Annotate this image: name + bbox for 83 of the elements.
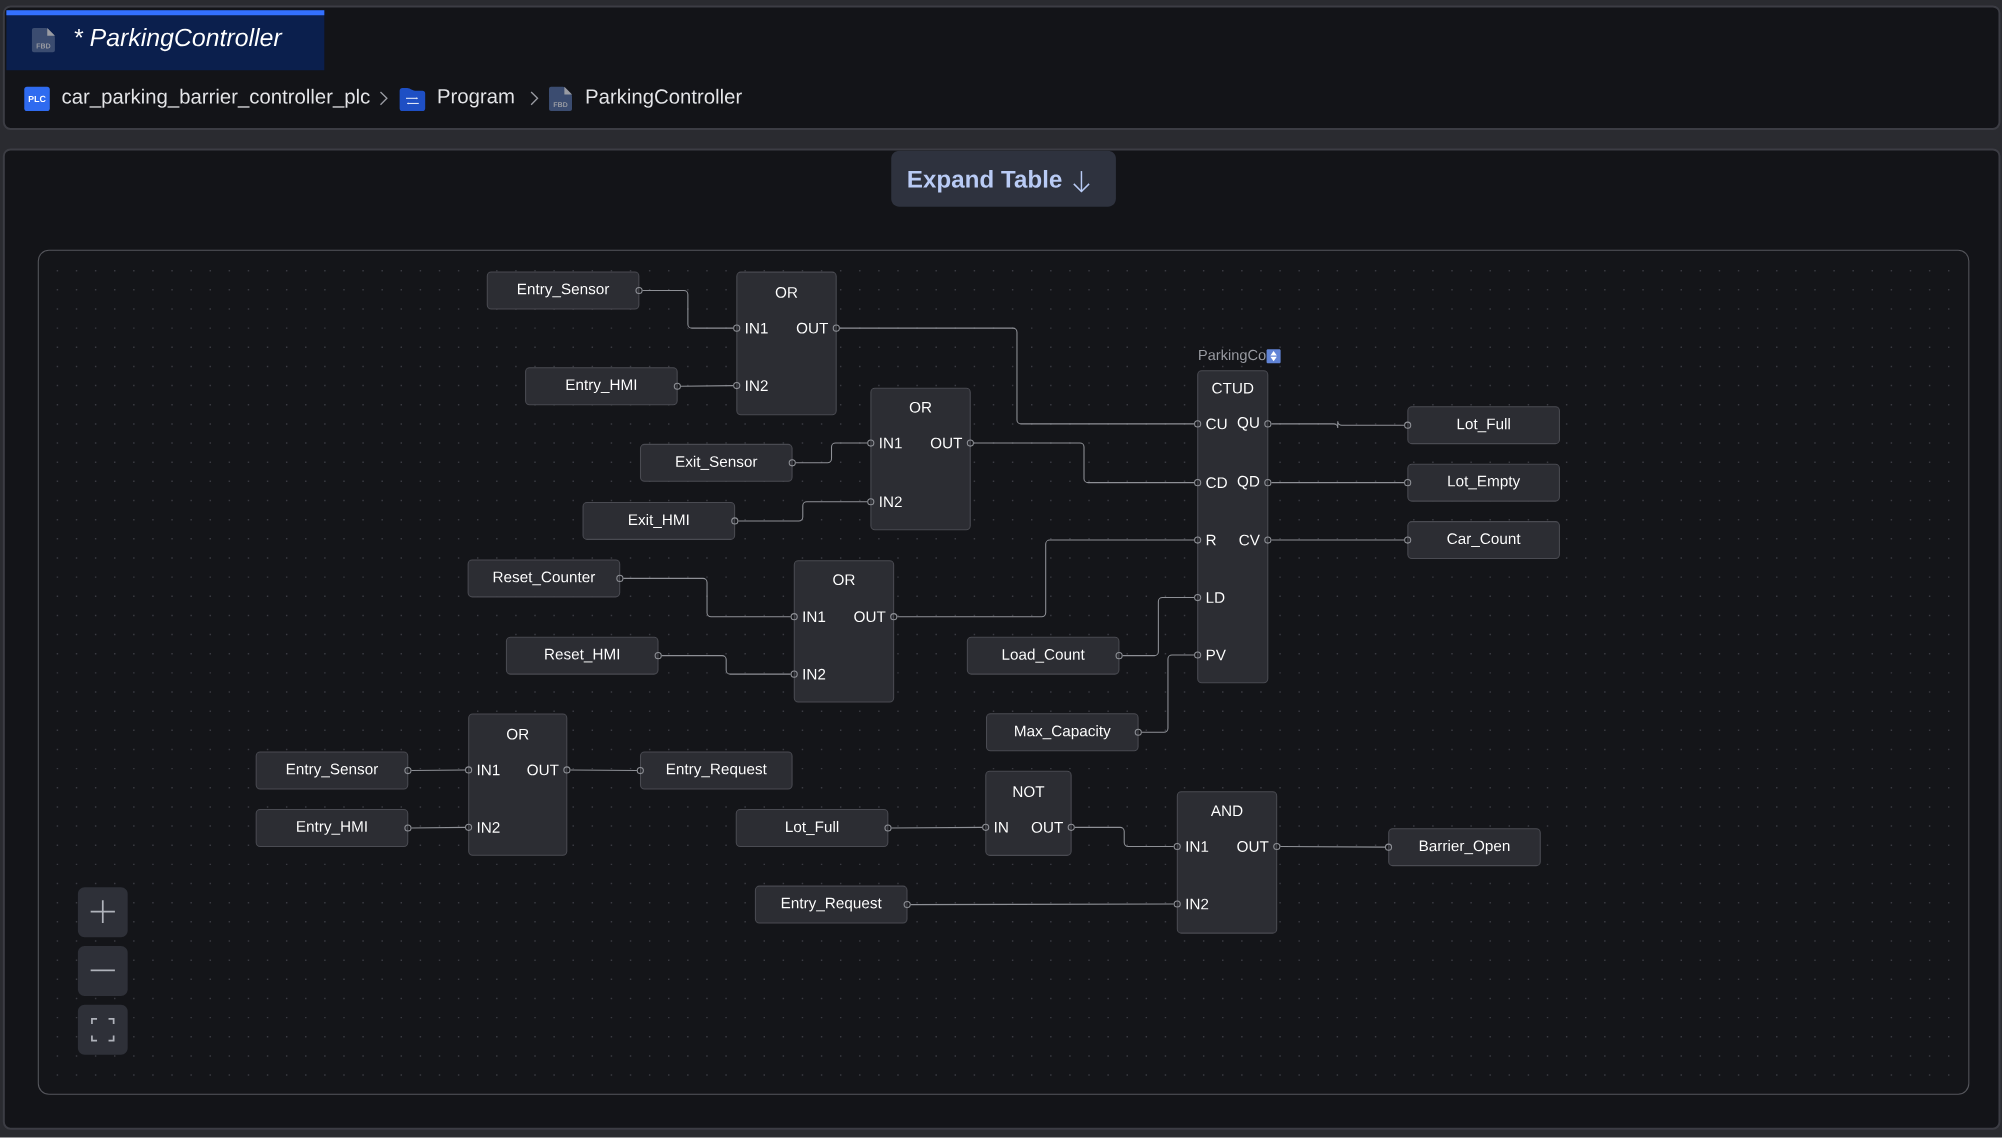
pin-label: IN1 [746,323,768,334]
variable-box: Entry_Sensor [486,271,643,310]
function-block [1194,349,1281,684]
pin-label: IN1 [803,611,826,623]
variable-box: Exit_HMI [582,502,739,541]
variable-box: Car_Count [1404,521,1560,560]
breadcrumb-item: car_parking_barrier_controller_plc [62,89,370,108]
block-title: OR [775,287,798,298]
variable-box: Barrier_Open [1384,828,1541,867]
wire [641,290,734,329]
variable-box: Entry_Sensor [255,751,412,790]
variable-box: Entry_HMI [255,809,412,848]
variable-box: Lot_Full [1404,406,1560,445]
breadcrumb-item: ParkingController [586,89,742,108]
pin-label: CD [1206,477,1227,489]
wire [1270,482,1405,484]
wire [410,827,466,829]
pin-label: CV [1239,534,1260,546]
wire [737,501,868,522]
wire [1270,420,1405,429]
wire [410,769,466,772]
tab-title: * ParkingController [74,28,283,52]
pin-label: IN1 [880,438,902,449]
wire [890,827,983,829]
variable-box: Lot_Empty [1404,463,1560,502]
pin-label: OUT [930,437,963,449]
wire [910,903,1175,906]
expand-table-button: Expand Table [891,150,1116,208]
wire [622,578,792,618]
pin-label: QU [1237,417,1259,431]
pin-label: IN2 [803,669,826,680]
wire [839,327,1195,425]
function-block [982,770,1075,857]
variable-box: Max_Capacity [986,713,1142,752]
pin-label: PV [1206,649,1226,661]
wire [1122,597,1195,657]
function-block [1173,791,1281,934]
wire [896,539,1195,618]
wire [1279,846,1386,848]
wire [795,442,868,464]
pin-label: OUT [1031,822,1063,833]
function-block [867,388,974,531]
pin-label: IN1 [477,764,500,776]
block-title: NOT [1013,786,1045,798]
block-title: OR [909,402,932,413]
pin-label: IN2 [1186,898,1209,910]
pin-label: R [1206,535,1216,546]
pin-label: IN [995,822,1008,833]
pin-label: OUT [1237,841,1269,853]
instance-name: ParkingCo [1199,349,1266,364]
variable-box: Load_Count [966,636,1123,675]
wire [1074,827,1175,848]
variable-box: Entry_Request [754,885,911,924]
wire [973,442,1195,484]
variable-box: Exit_Sensor [640,444,796,482]
pin-label: CU [1206,418,1227,430]
pin-label: IN1 [1186,841,1209,852]
function-block [465,713,571,856]
variable-box: Entry_Request [636,751,793,790]
pin-label: OUT [796,322,828,334]
wire [680,385,734,387]
variable-box: Reset_HMI [505,636,662,675]
pin-label: IN2 [477,822,500,833]
breadcrumb-item: Program [438,89,514,108]
pin-label: IN2 [880,496,902,508]
pin-label: OUT [527,764,559,776]
pin-label: IN2 [746,380,768,392]
wire [1270,539,1405,541]
wire [1141,654,1195,733]
variable-box: Reset_Counter [467,559,624,598]
function-block [790,560,898,703]
pin-label: QD [1237,476,1260,490]
block-title: CTUD [1212,382,1254,394]
variable-box: Lot_Full [735,809,892,848]
wire [569,769,638,772]
variable-box: Entry_HMI [525,367,681,406]
pin-label: OUT [854,611,886,623]
function-block [733,271,840,416]
pin-label: LD [1206,592,1225,603]
wire [661,655,792,675]
block-title: AND [1210,805,1243,817]
block-title: OR [833,574,855,586]
block-title: OR [507,728,529,740]
